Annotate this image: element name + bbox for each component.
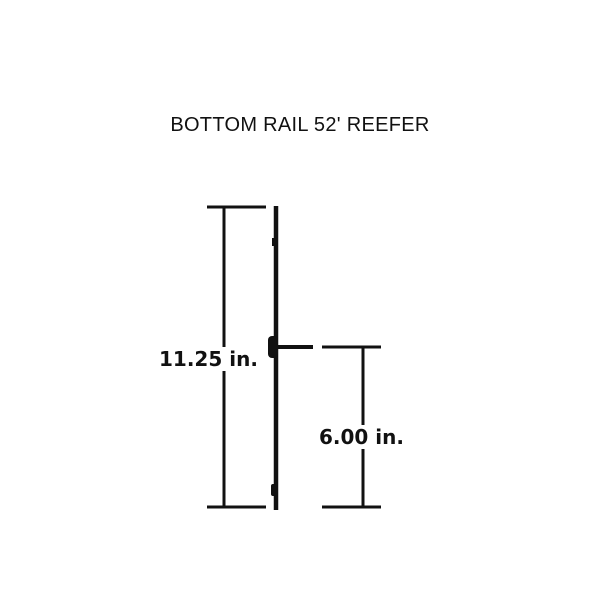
rail-profile xyxy=(268,206,313,510)
total-height-label: 11.25 in. xyxy=(158,347,259,371)
flange-height-label: 6.00 in. xyxy=(318,425,405,449)
diagram-title: BOTTOM RAIL 52' REEFER xyxy=(170,114,430,136)
